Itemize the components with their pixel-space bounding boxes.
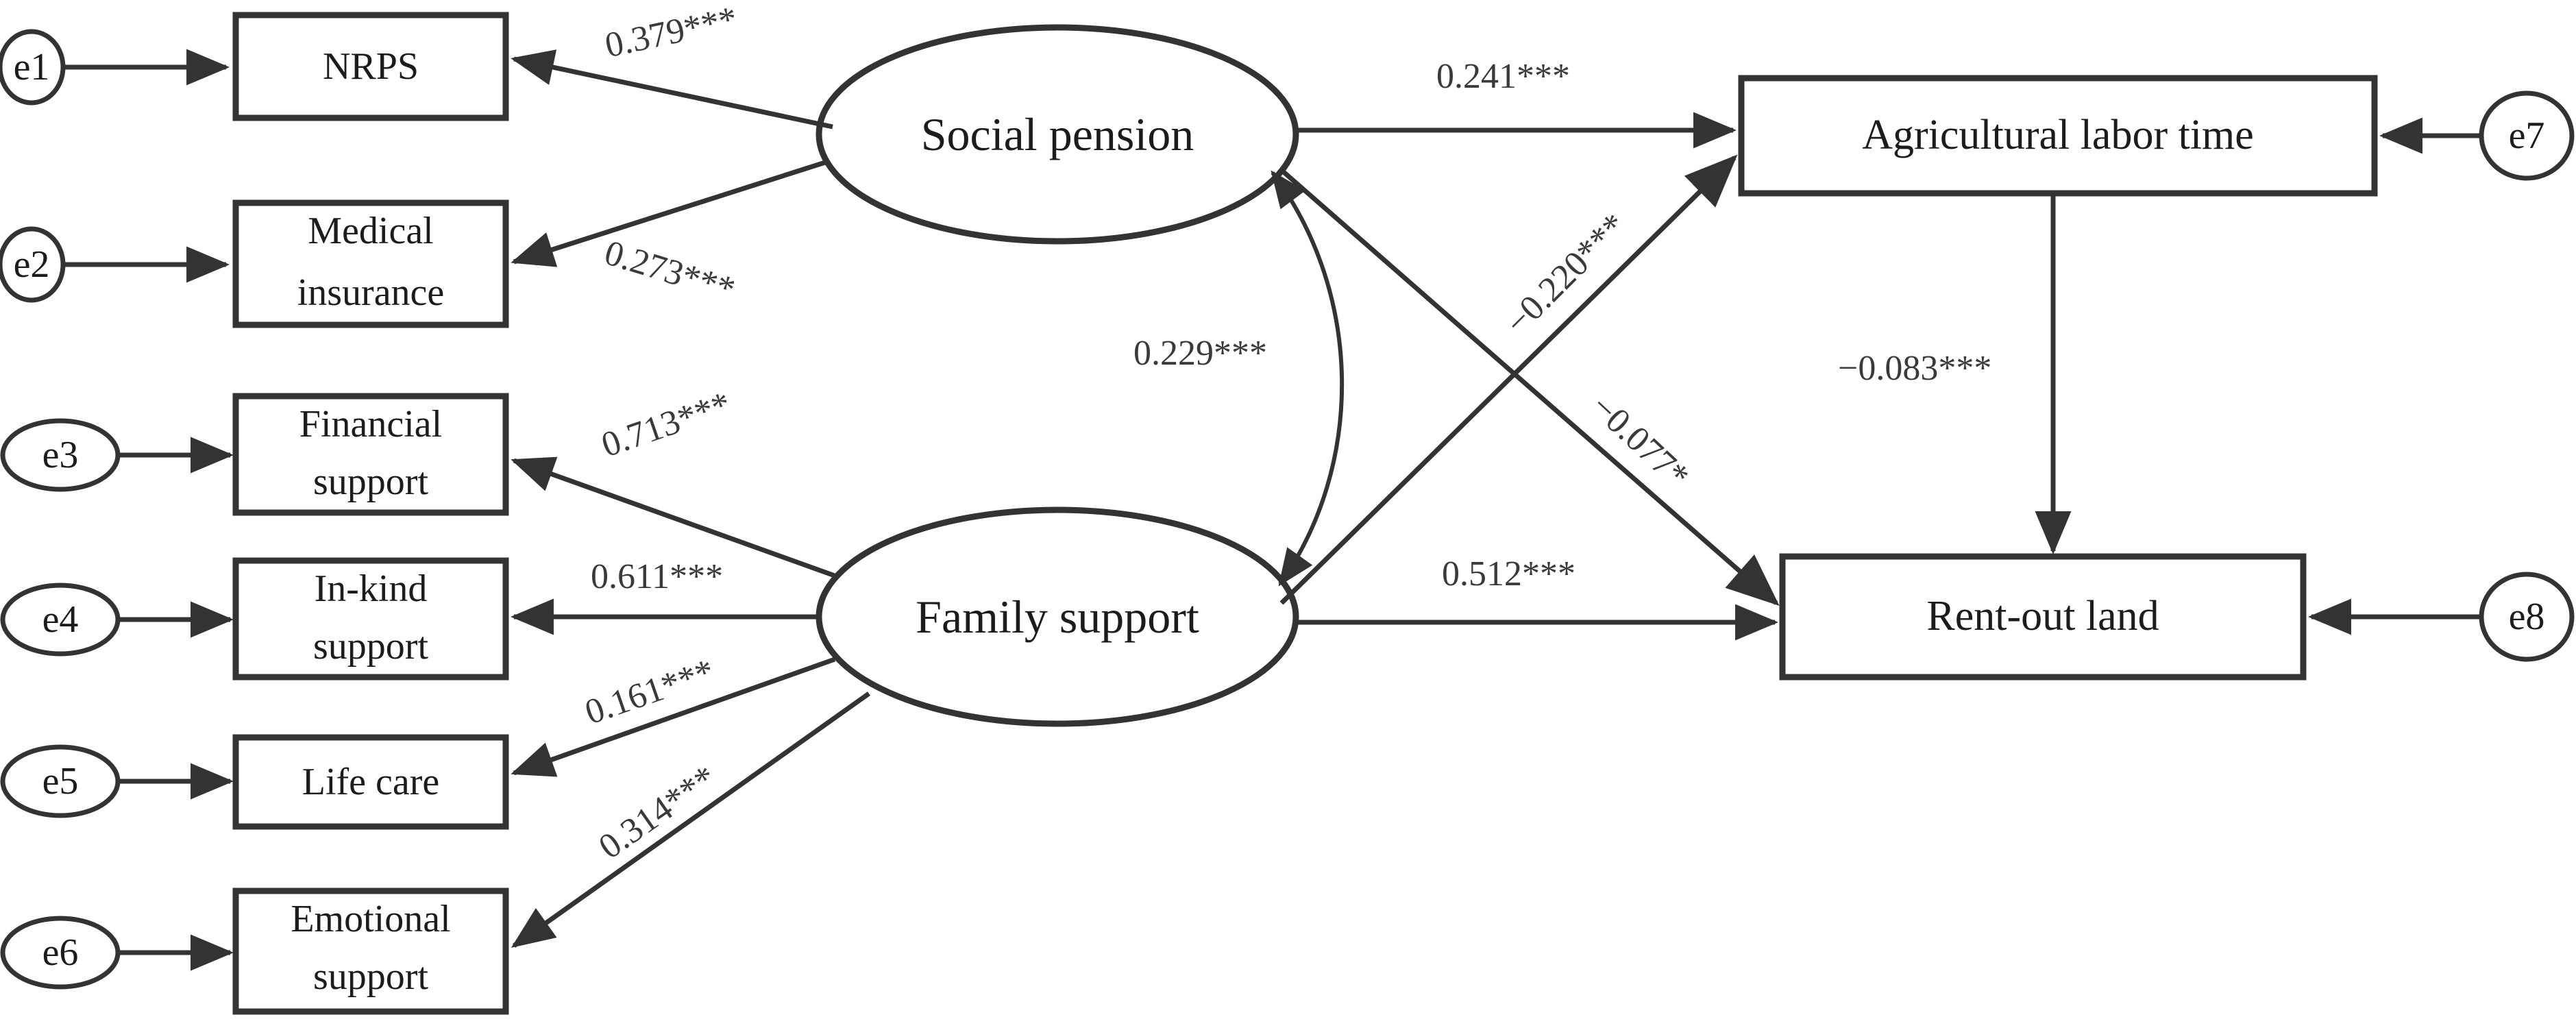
path-fs-emotional (511, 692, 871, 948)
latent-ellipse-family-support (815, 506, 1299, 727)
indicator-box-emotional (232, 888, 509, 1015)
indicator-box-financial (232, 393, 509, 516)
path-sp-fs-correlation (1271, 170, 1345, 587)
error-circle-e4 (0, 583, 121, 657)
indicator-box-lifecare (232, 734, 509, 830)
indicator-box-medical (232, 199, 509, 328)
error-circle-e5 (0, 744, 121, 818)
indicator-box-inkind (232, 557, 509, 681)
error-circle-e6 (0, 916, 121, 990)
path-fs-financial (511, 456, 836, 578)
path-sp-nrps (511, 49, 833, 130)
path-sp-medical (511, 160, 826, 267)
outcome-box-agri-labor-time (1738, 75, 2378, 197)
error-circle-e8 (2479, 572, 2575, 662)
outcome-box-rent-out-land (1779, 553, 2307, 681)
error-circle-e1 (0, 29, 66, 106)
error-circle-e2 (0, 226, 66, 303)
path-fs-lifecare (511, 657, 836, 777)
path-sp-rent-out-land (1281, 169, 1780, 607)
path-fs-agri-labor-time (1279, 154, 1738, 605)
latent-ellipse-social-pension (815, 24, 1299, 245)
indicator-box-nrps (232, 12, 509, 121)
error-circle-e3 (0, 418, 121, 492)
error-circle-e7 (2479, 90, 2575, 181)
